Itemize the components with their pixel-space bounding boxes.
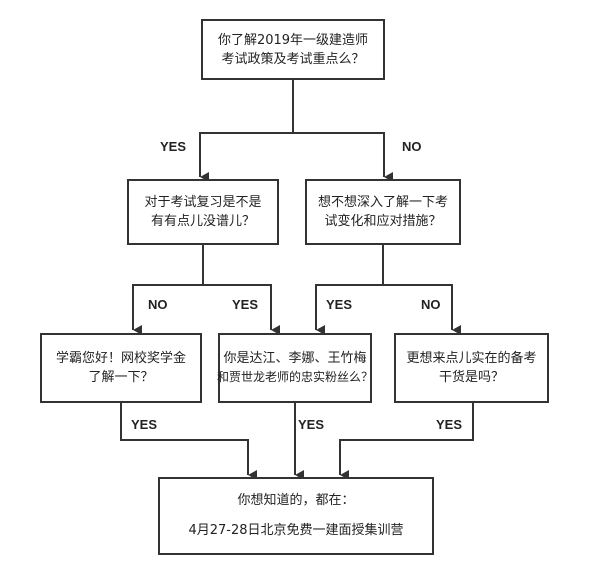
node-q6-line1: 更想来点儿实在的备考 [406, 351, 537, 366]
label-q1-yes: YES [160, 139, 187, 154]
node-q5-line2: 和贾世龙老师的忠实粉丝么？ [217, 370, 374, 384]
node-q3: 想不想深入了解一下考 试变化和应对措施？ [305, 179, 461, 245]
label-q4-yes: YES [131, 417, 158, 432]
node-q1-line1: 你了解2019年一级建造师 [217, 32, 369, 48]
edge-q6-final [339, 403, 474, 480]
node-q2: 对于考试复习是不是 有有点儿没谱儿？ [127, 179, 279, 245]
node-q6-line2: 干货是吗？ [438, 370, 504, 385]
node-q4-line2: 了解一下？ [88, 370, 154, 385]
edge-q1-q3 [293, 132, 393, 182]
node-q1: 你了解2019年一级建造师 考试政策及考试重点么？ [201, 19, 385, 80]
label-q5-yes: YES [298, 417, 325, 432]
label-q6-yes: YES [436, 417, 463, 432]
node-q4: 学霸您好！网校奖学金 了解一下？ [40, 333, 202, 403]
node-q4-line1: 学霸您好！网校奖学金 [55, 351, 186, 366]
node-q2-line1: 对于考试复习是不是 [144, 195, 262, 210]
node-q6: 更想来点儿实在的备考 干货是吗？ [394, 333, 549, 403]
label-q3-yes: YES [326, 297, 353, 312]
node-final-line1: 你想知道的，都在： [237, 493, 355, 508]
edge-q3-q6 [383, 284, 461, 335]
edge-q2-q4 [132, 284, 203, 335]
node-q5: 你是达江、李娜、王竹梅 和贾世龙老师的忠实粉丝么？ [217, 333, 374, 403]
edge-q4-final [120, 403, 257, 480]
node-q5-line1: 你是达江、李娜、王竹梅 [223, 351, 367, 366]
node-final-line2: 4月27-28日北京免费一建面授集训营 [188, 523, 404, 538]
edge-q3-q5 [315, 284, 383, 335]
label-q3-no: NO [421, 297, 441, 312]
edge-q1-q2 [199, 132, 293, 182]
label-q2-yes: YES [232, 297, 259, 312]
node-q3-line1: 想不想深入了解一下考 [317, 195, 448, 210]
edge-q2-q5 [203, 284, 280, 335]
node-final: 你想知道的，都在： 4月27-28日北京免费一建面授集训营 [158, 477, 434, 555]
label-q2-no: NO [148, 297, 168, 312]
node-q2-line2: 有有点儿没谱儿？ [150, 214, 255, 229]
node-q3-line2: 试变化和应对措施？ [324, 214, 442, 229]
node-q1-line2: 考试政策及考试重点么？ [221, 51, 365, 67]
label-q1-no: NO [402, 139, 422, 154]
